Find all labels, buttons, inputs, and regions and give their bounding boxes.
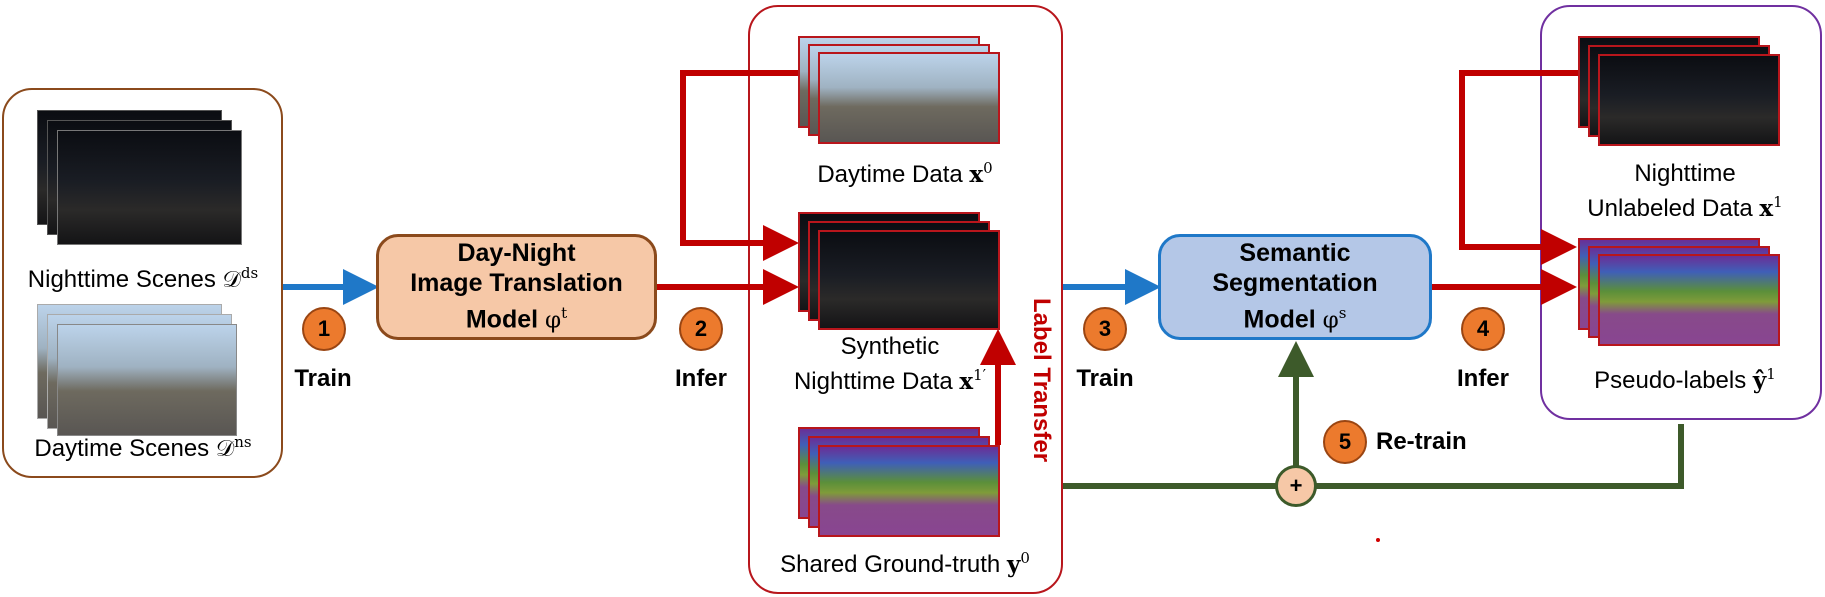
segmentation-model-line3: Model φs — [1243, 304, 1347, 334]
step-2-badge: 2 — [679, 307, 723, 351]
stray-dot — [1376, 538, 1380, 542]
step-1-badge: 1 — [302, 307, 346, 351]
ground-truth-label: Shared Ground-truth y0 — [780, 549, 1030, 578]
segmentation-model-line1: Semantic — [1239, 239, 1351, 268]
source-data-container — [2, 88, 283, 478]
step-4-text: Infer — [1456, 365, 1509, 392]
line-pseudo-to-plus — [1315, 424, 1684, 489]
daytime-data-label: Daytime Data x0 — [817, 159, 993, 188]
step-3-badge: 3 — [1083, 307, 1127, 351]
nighttime-unlabeled-label: Nighttime Unlabeled Data x1 — [1587, 160, 1783, 222]
segmentation-model-line2: Segmentation — [1212, 269, 1378, 298]
pseudo-labels-label: Pseudo-labels ŷ1 — [1594, 365, 1776, 394]
step-5-text: Re-train — [1376, 428, 1467, 455]
step-2-text: Infer — [674, 365, 727, 392]
arrow-daytime-to-synthetic — [680, 70, 800, 261]
translation-model-line1: Day-Night — [457, 239, 576, 268]
daytime-scenes-label: Daytime Scenes 𝒟ns — [34, 433, 252, 462]
nighttime-scenes-label: Nighttime Scenes 𝒟ds — [27, 264, 259, 293]
translation-model-line2: Image Translation — [410, 269, 623, 298]
step-4-badge: 4 — [1461, 307, 1505, 351]
plus-junction: + — [1275, 465, 1317, 507]
step-1-text: Train — [294, 365, 352, 392]
translation-model-line3: Model φt — [465, 304, 568, 334]
translation-model-box: Day-Night Image Translation Model φt — [376, 234, 657, 340]
segmentation-model-box: Semantic Segmentation Model φs — [1158, 234, 1432, 340]
arrow-nighttime-to-pseudo — [1459, 70, 1580, 265]
intermediate-data-container — [748, 5, 1063, 594]
step-3-text: Train — [1076, 365, 1134, 392]
label-transfer-text: Label Transfer — [1028, 298, 1055, 463]
synthetic-data-label: Synthetic Nighttime Data x1′ — [793, 333, 987, 395]
step-5-badge: 5 — [1323, 420, 1367, 464]
target-data-container — [1540, 5, 1822, 420]
